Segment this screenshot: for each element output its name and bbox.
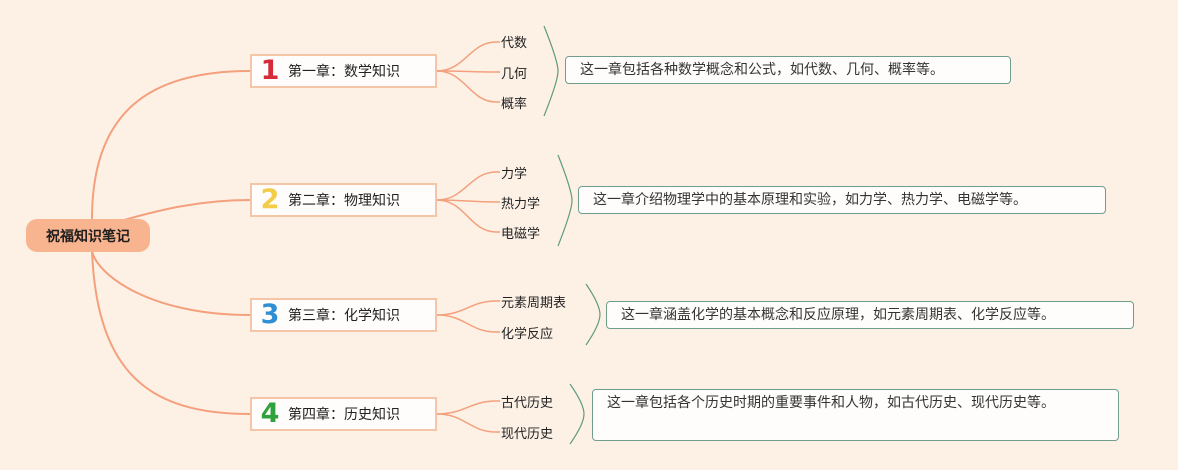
chapter-4-description[interactable]: 这一章包括各个历史时期的重要事件和人物，如古代历史、现代历史等。 xyxy=(592,389,1119,441)
root-link-3 xyxy=(91,250,251,316)
chapter-3-leaf-link-1 xyxy=(436,300,497,316)
chapter-3-description-text: 这一章涵盖化学的基本概念和反应原理，如元素周期表、化学反应等。 xyxy=(621,307,1055,323)
chapter-2-node[interactable]: 2 第二章：物理知识 xyxy=(250,183,437,217)
topic-algebra[interactable]: 代数 xyxy=(501,36,528,51)
chapter-2-description[interactable]: 这一章介绍物理学中的基本原理和实验，如力学、热力学、电磁学等。 xyxy=(578,186,1106,214)
topic-thermodynamics[interactable]: 热力学 xyxy=(501,197,541,212)
chapter-1-description-text: 这一章包括各种数学概念和公式，如代数、几何、概率等。 xyxy=(580,62,944,78)
number-2-icon: 2 xyxy=(260,184,280,215)
root-link-1 xyxy=(91,70,251,220)
root-node[interactable]: 祝福知识笔记 xyxy=(26,219,150,252)
number-1-icon: 1 xyxy=(260,55,280,86)
chapter-4-leaf-link-2 xyxy=(436,413,497,433)
bracket-2 xyxy=(557,154,573,247)
topic-chemical-reactions[interactable]: 化学反应 xyxy=(501,327,554,342)
chapter-1-description[interactable]: 这一章包括各种数学概念和公式，如代数、几何、概率等。 xyxy=(565,56,1011,84)
chapter-4-leaf-link-1 xyxy=(436,400,497,415)
topic-probability[interactable]: 概率 xyxy=(501,97,528,112)
topic-ancient-history[interactable]: 古代历史 xyxy=(501,396,554,411)
chapter-2-title: 第二章：物理知识 xyxy=(288,193,400,209)
topic-periodic-table[interactable]: 元素周期表 xyxy=(501,296,567,311)
topic-modern-history[interactable]: 现代历史 xyxy=(501,427,554,442)
chapter-2-leaf-link-3 xyxy=(436,199,497,233)
bracket-3 xyxy=(585,283,601,346)
chapter-3-node[interactable]: 3 第三章：化学知识 xyxy=(250,298,437,332)
chapter-3-leaf-link-2 xyxy=(436,314,497,333)
chapter-3-title: 第三章：化学知识 xyxy=(288,308,400,324)
topic-mechanics[interactable]: 力学 xyxy=(501,167,528,182)
chapter-1-leaf-link-3 xyxy=(436,70,497,103)
bracket-1 xyxy=(543,25,559,117)
chapter-1-leaf-link-1 xyxy=(436,41,497,72)
chapter-3-description[interactable]: 这一章涵盖化学的基本概念和反应原理，如元素周期表、化学反应等。 xyxy=(606,301,1134,329)
bracket-4 xyxy=(569,383,585,445)
chapter-4-title: 第四章：历史知识 xyxy=(288,407,400,423)
chapter-4-description-text: 这一章包括各个历史时期的重要事件和人物，如古代历史、现代历史等。 xyxy=(607,395,1055,411)
root-label: 祝福知识笔记 xyxy=(46,228,130,245)
number-4-icon: 4 xyxy=(260,398,280,429)
root-link-4 xyxy=(91,250,251,415)
chapter-1-title: 第一章：数学知识 xyxy=(288,64,400,80)
chapter-4-node[interactable]: 4 第四章：历史知识 xyxy=(250,397,437,431)
number-3-icon: 3 xyxy=(260,299,280,330)
topic-electromagnetism[interactable]: 电磁学 xyxy=(501,227,541,242)
topic-geometry[interactable]: 几何 xyxy=(501,67,528,82)
chapter-1-node[interactable]: 1 第一章：数学知识 xyxy=(250,54,437,88)
chapter-2-leaf-link-1 xyxy=(436,171,497,201)
chapter-2-description-text: 这一章介绍物理学中的基本原理和实验，如力学、热力学、电磁学等。 xyxy=(593,192,1027,208)
